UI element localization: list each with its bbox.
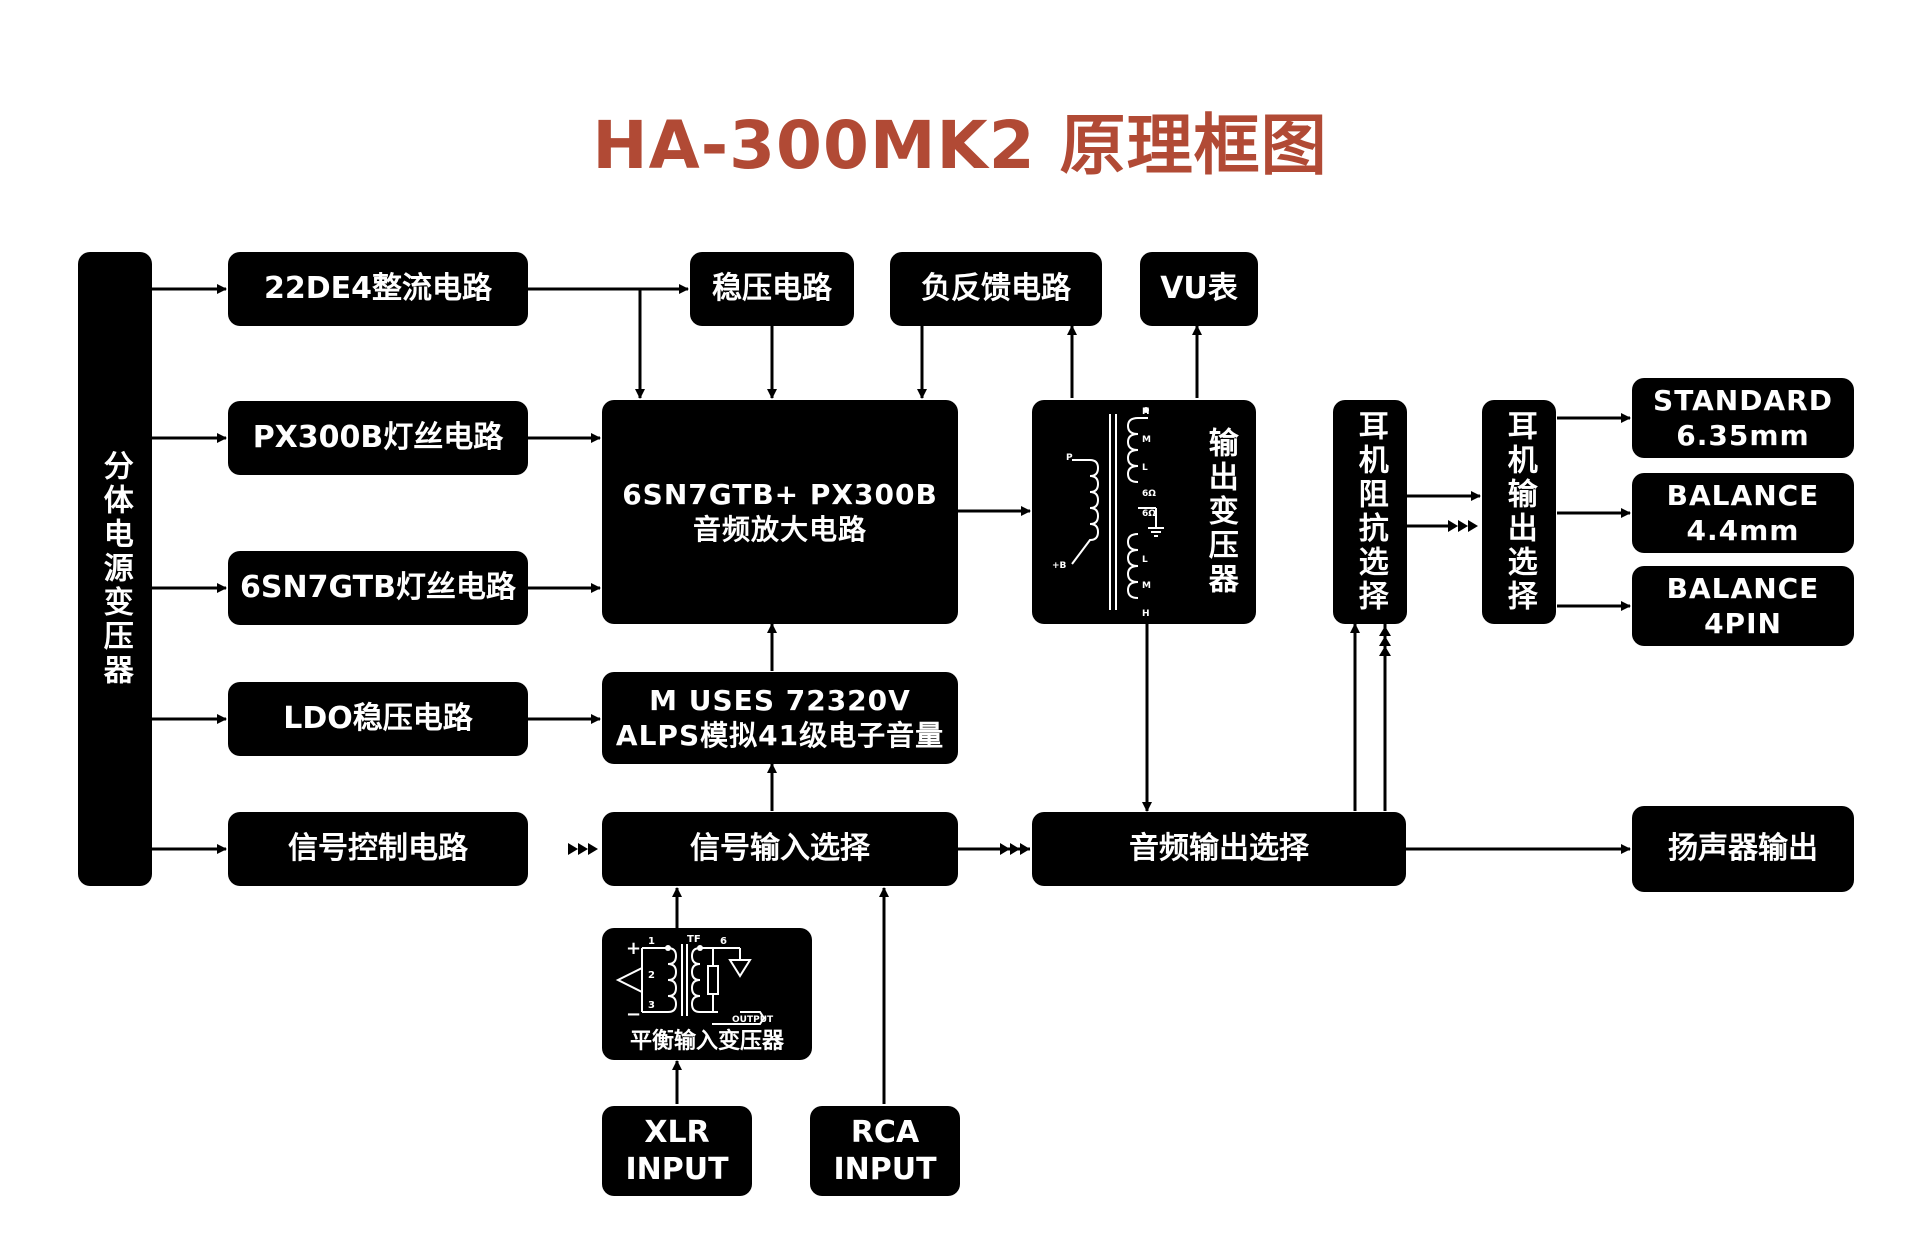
tap-label: H [1142, 609, 1150, 619]
input-select-box: 信号输入选择 [602, 812, 958, 886]
balance-4pin-line-2: 4PIN [1704, 607, 1782, 640]
primary-b-label: +B [1052, 561, 1067, 571]
plus-label: + [626, 938, 641, 959]
rca-line-1: RCA [850, 1114, 920, 1150]
vu-meter-box: VU表 [1140, 252, 1258, 326]
standard-line-2: 6.35mm [1676, 419, 1810, 452]
xlr-line-1: XLR [644, 1114, 710, 1150]
minus-label: − [626, 1004, 641, 1025]
diagram-title: HA-300MK2 原理框图 [592, 107, 1328, 184]
xlr-line-2: INPUT [625, 1152, 729, 1187]
tap-label: M [1142, 581, 1151, 591]
volume-line-2: ALPS模拟41级电子音量 [615, 719, 945, 752]
rectifier-box: 22DE4整流电路 [228, 252, 528, 326]
audio-output-select-box: 音频输出选择 [1032, 812, 1406, 886]
output-transformer-schematic: P +B H M L 6Ω 6Ω L M H [1052, 407, 1164, 619]
speaker-output-box: 扬声器输出 [1632, 806, 1854, 892]
headphone-select-box: 耳机输出选择 [1482, 400, 1556, 624]
feedback-box: 负反馈电路 [890, 252, 1102, 326]
output-transformer-label: 输出变压器 [1202, 427, 1238, 597]
tap-label: M [1142, 435, 1151, 445]
output-transformer-box: P +B H M L 6Ω 6Ω L M H 输出变压器 [1032, 400, 1256, 624]
volume-line-1: M USES 72320V [649, 684, 911, 717]
rca-line-2: INPUT [833, 1152, 937, 1187]
power-transformer-box: 分体电源变压器 [78, 252, 152, 886]
regulator-box: 稳压电路 [690, 252, 854, 326]
standard-output-box: STANDARD 6.35mm [1632, 378, 1854, 458]
balance-4pin-line-1: BALANCE [1666, 572, 1820, 605]
px300b-filament-box: PX300B灯丝电路 [228, 401, 528, 475]
balance-44-line-1: BALANCE [1666, 479, 1820, 512]
impedance-select-box: 耳机阻抗选择 [1333, 400, 1407, 624]
tap-label: 6Ω [1142, 509, 1156, 519]
volume-box: M USES 72320V ALPS模拟41级电子音量 [602, 672, 958, 764]
tf-label: TF [687, 934, 701, 945]
pin-label: 3 [648, 1000, 655, 1011]
output-tag-label: OUTPUT [732, 1015, 774, 1025]
amplifier-line-1: 6SN7GTB+ PX300B [622, 478, 938, 511]
pin-label: 1 [648, 936, 655, 947]
sn7-filament-box: 6SN7GTB灯丝电路 [228, 551, 528, 625]
balanced-input-transformer-box: + − TF 1 2 3 6 OUTPUT 平衡输入变压器 [602, 928, 812, 1060]
tap-label: L [1142, 555, 1148, 565]
tap-label: 6Ω [1142, 489, 1156, 499]
balance-4pin-output-box: BALANCE 4PIN [1632, 566, 1854, 646]
pin-label: 2 [648, 970, 655, 981]
balanced-input-transformer-label: 平衡输入变压器 [629, 1029, 784, 1054]
balance-44-output-box: BALANCE 4.4mm [1632, 473, 1854, 553]
xlr-input-box: XLR INPUT [602, 1106, 752, 1196]
tap-label: H [1142, 407, 1150, 417]
ldo-box: LDO稳压电路 [228, 682, 528, 756]
input-transformer-schematic: + − TF 1 2 3 6 OUTPUT [615, 934, 774, 1025]
tap-label: L [1142, 463, 1148, 473]
amplifier-box: 6SN7GTB+ PX300B 音频放大电路 [602, 400, 958, 624]
signal-control-box: 信号控制电路 [228, 812, 528, 886]
rca-input-box: RCA INPUT [810, 1106, 960, 1196]
amplifier-line-2: 音频放大电路 [692, 513, 867, 546]
standard-line-1: STANDARD [1653, 384, 1833, 417]
pin-label: 6 [720, 936, 727, 947]
balance-44-line-2: 4.4mm [1686, 514, 1800, 547]
primary-p-label: P [1066, 453, 1073, 463]
